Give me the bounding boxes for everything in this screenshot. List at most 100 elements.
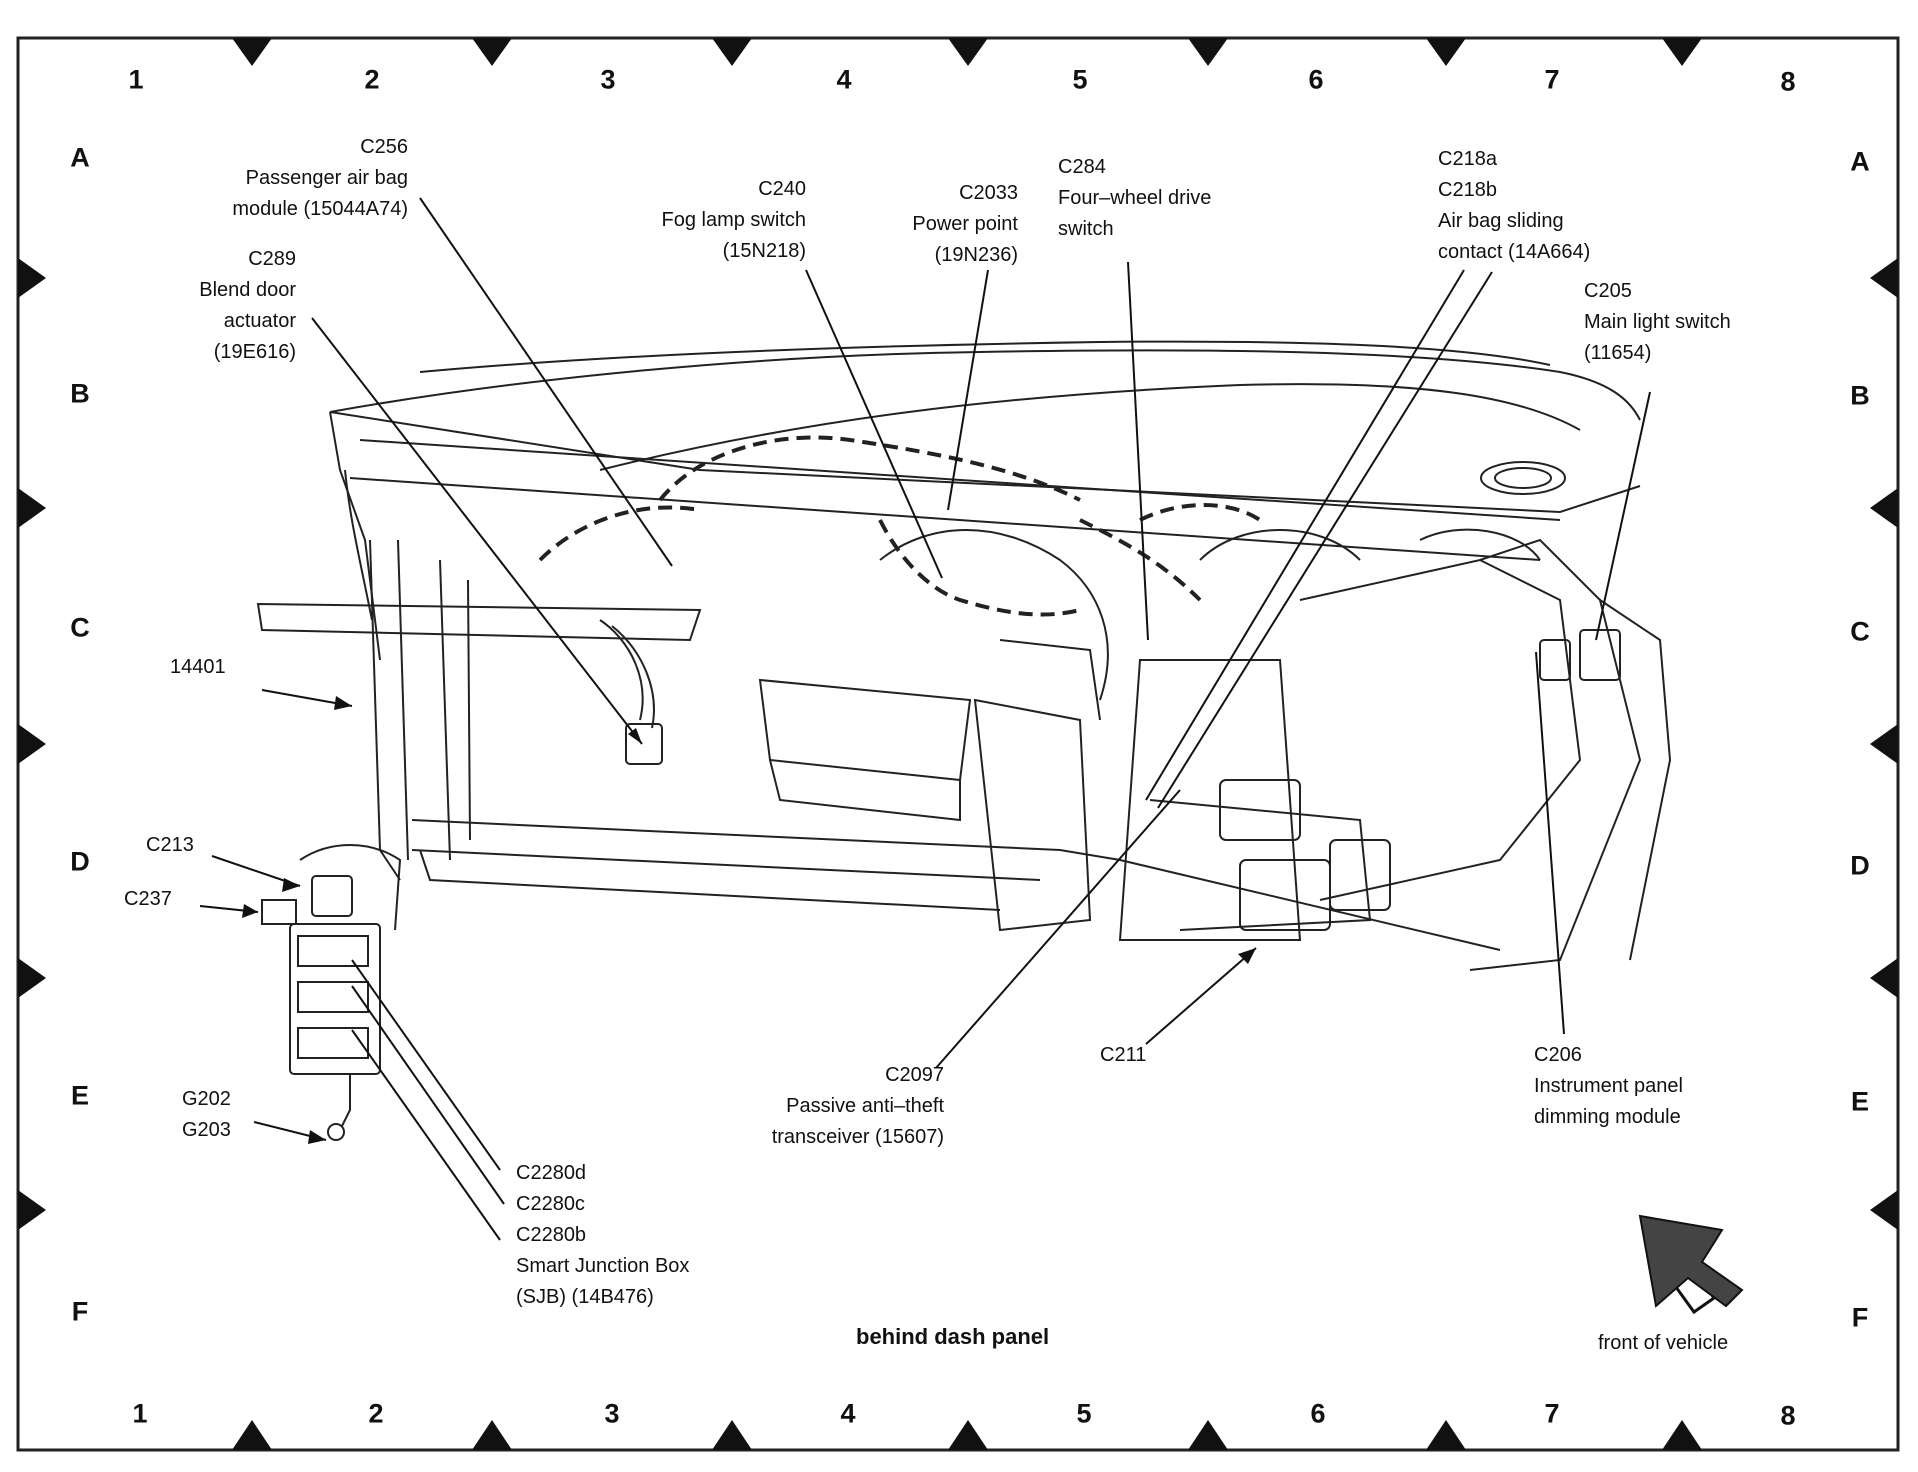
dash-panel-drawing [256, 340, 1672, 1141]
grid-row-a-left: A [70, 142, 90, 173]
leader-c206 [1535, 651, 1565, 1035]
callout-c206-line: C206 [1534, 1044, 1582, 1066]
leader-c211 [1145, 947, 1257, 1045]
leader-c289 [311, 317, 643, 745]
leader-c2280d [351, 959, 501, 1171]
grid-row-c-right: C [1850, 616, 1870, 647]
grid-col-3-bottom: 3 [604, 1398, 620, 1429]
grid-col-4-top: 4 [836, 64, 852, 95]
grid-row-e-right: E [1850, 1086, 1870, 1117]
left-zone-markers [18, 258, 46, 1230]
leader-c2280b [351, 1029, 501, 1241]
callout-c205: C205 Main light switch (11654) [1584, 276, 1804, 369]
callout-c284-line: switch [1058, 218, 1114, 240]
grid-col-8-bottom: 8 [1780, 1400, 1796, 1431]
callout-c2033-line: Power point [912, 213, 1018, 235]
callout-c289-line: C289 [248, 248, 296, 270]
bottom-zone-markers [232, 1420, 1702, 1450]
grid-row-a-right: A [1850, 146, 1870, 177]
callout-c206: C206 Instrument panel dimming module [1534, 1040, 1734, 1133]
callout-c2097-line: transceiver (15607) [771, 1126, 944, 1148]
grid-row-c-left: C [70, 612, 90, 643]
callout-c2097: C2097 Passive anti–theft transceiver (15… [740, 1060, 944, 1153]
grid-col-2-bottom: 2 [368, 1398, 384, 1429]
diagram-caption: behind dash panel [856, 1324, 1050, 1349]
grid-col-4-bottom: 4 [840, 1398, 856, 1429]
callout-c218: C218a C218b Air bag sliding contact (14A… [1438, 144, 1658, 268]
callout-c213-line: C213 [146, 834, 194, 856]
callout-c2033: C2033 Power point (19N236) [850, 178, 1018, 271]
callout-c2280-line: (SJB) (14B476) [516, 1286, 654, 1308]
grid-row-d-right: D [1850, 850, 1870, 881]
grid-col-2-top: 2 [364, 64, 380, 95]
top-zone-markers [232, 38, 1702, 66]
callout-c206-line: dimming module [1534, 1106, 1681, 1128]
grid-col-7-top: 7 [1544, 64, 1560, 95]
callout-c256-line: Passenger air bag [245, 167, 408, 189]
grid-col-1-top: 1 [128, 64, 144, 95]
callout-c205-line: (11654) [1584, 342, 1652, 364]
callout-c289-line: actuator [223, 310, 296, 332]
leader-c240 [805, 269, 943, 579]
front-of-vehicle-arrow-icon [1638, 1214, 1744, 1315]
grid-col-8-top: 8 [1780, 66, 1796, 97]
callout-c218-line: C218a [1438, 148, 1497, 170]
grid-row-f-left: F [71, 1296, 89, 1327]
grid-col-6-top: 6 [1308, 64, 1324, 95]
grid-row-b-left: B [70, 378, 90, 409]
callout-c240-line: (15N218) [722, 240, 806, 262]
callout-g202-line: G203 [182, 1119, 231, 1141]
grid-col-6-bottom: 6 [1310, 1398, 1326, 1429]
leader-lines [199, 197, 1651, 1241]
leader-c205 [1595, 391, 1651, 641]
callout-c240: C240 Fog lamp switch (15N218) [606, 174, 807, 267]
callout-c284-line: C284 [1058, 156, 1106, 178]
callout-c284: C284 Four–wheel drive switch [1058, 152, 1258, 245]
front-of-vehicle-label: front of vehicle [1598, 1332, 1729, 1354]
callout-c2280-line: C2280b [516, 1224, 587, 1246]
callout-c2097-line: C2097 [885, 1064, 944, 1086]
grid-row-d-left: D [70, 846, 90, 877]
leader-c2280c [351, 985, 505, 1205]
callout-c211: C211 [1100, 1040, 1180, 1071]
grid-col-5-top: 5 [1072, 64, 1088, 95]
callout-c2280-line: C2280d [516, 1162, 587, 1184]
callout-c213: C213 [146, 830, 226, 861]
grid-col-1-bottom: 1 [132, 1398, 148, 1429]
callout-c240-line: C240 [758, 178, 806, 200]
callout-c218-line: C218b [1438, 179, 1497, 201]
callout-c256-line: module (15044A74) [232, 198, 408, 220]
callout-c2033-line: C2033 [959, 182, 1018, 204]
callout-c2097-line: Passive anti–theft [786, 1095, 944, 1117]
callout-c206-line: Instrument panel [1534, 1075, 1683, 1097]
leader-c2097 [935, 789, 1181, 1069]
callout-c205-line: C205 [1584, 280, 1632, 302]
callout-c256-line: C256 [360, 136, 408, 158]
callout-c205-line: Main light switch [1584, 311, 1731, 333]
callout-c256: C256 Passenger air bag module (15044A74) [150, 132, 408, 225]
callout-c289-line: Blend door [199, 279, 296, 301]
callout-c237-line: C237 [124, 888, 172, 910]
callout-c2033-line: (19N236) [934, 244, 1018, 266]
leader-c218b [1157, 271, 1493, 809]
callout-c240-line: Fog lamp switch [661, 209, 807, 231]
grid-row-b-right: B [1850, 380, 1870, 411]
callout-c2280: C2280d C2280c C2280b Smart Junction Box … [516, 1158, 736, 1313]
callout-g202-line: G202 [182, 1088, 231, 1110]
leader-c2033 [947, 269, 989, 511]
grid-col-3-top: 3 [600, 64, 616, 95]
callout-c284-line: Four–wheel drive [1058, 187, 1212, 209]
callout-c237: C237 [124, 884, 204, 915]
leader-c256 [419, 197, 673, 567]
callout-c211-line: C211 [1100, 1044, 1147, 1066]
leader-c284 [1127, 261, 1149, 641]
leader-c218a [1145, 269, 1465, 801]
callout-c2280-line: C2280c [516, 1193, 585, 1215]
grid-col-5-bottom: 5 [1076, 1398, 1092, 1429]
callout-c218-line: Air bag sliding [1438, 210, 1564, 232]
callout-c289: C289 Blend door actuator (19E616) [120, 244, 296, 368]
callout-c2280-line: Smart Junction Box [516, 1255, 690, 1277]
right-zone-markers [1870, 258, 1898, 1230]
